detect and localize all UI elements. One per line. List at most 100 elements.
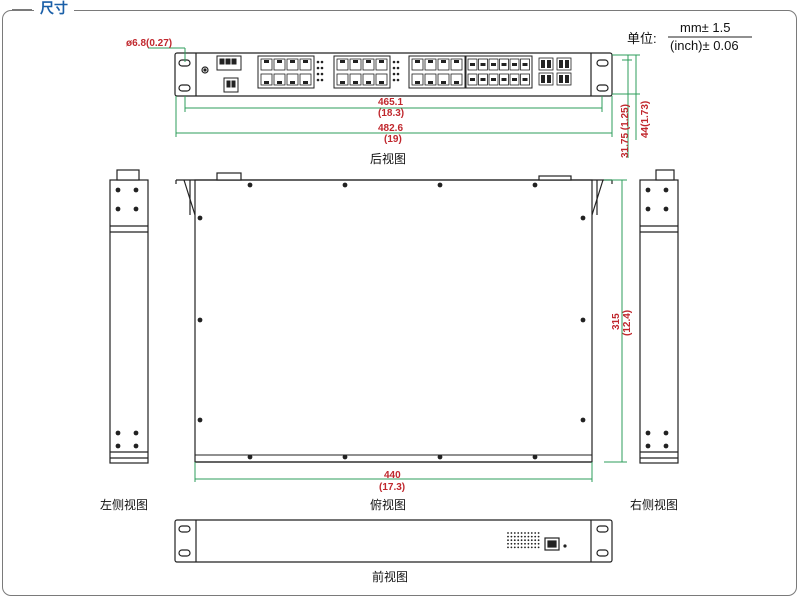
screw-icon — [645, 206, 651, 212]
ground-screw-icon — [201, 66, 209, 74]
vent-hole — [527, 546, 530, 549]
rj45-port-latch — [340, 60, 345, 63]
vent-hole — [513, 546, 516, 549]
vent-hole — [513, 542, 516, 545]
screw-icon — [115, 443, 121, 449]
rj45-port-latch — [264, 81, 269, 84]
screw-icon — [197, 417, 203, 423]
sfp-port-latch — [491, 78, 496, 81]
vent-hole — [510, 535, 513, 538]
rj45-port-icon — [349, 58, 362, 71]
rj45-port-latch — [379, 60, 384, 63]
status-led-icon — [396, 66, 400, 70]
screw-icon — [645, 187, 651, 193]
screw-icon — [115, 430, 121, 436]
front-view-label: 前视图 — [372, 570, 409, 584]
terminal-block — [216, 55, 242, 93]
status-led-icon — [320, 78, 324, 82]
sfp-port-latch — [470, 78, 475, 81]
right-view — [639, 169, 679, 464]
front-panel-outline — [174, 519, 613, 563]
vent-hole — [507, 532, 509, 534]
rj45-port-icon — [273, 73, 286, 86]
screw-icon — [437, 182, 443, 188]
vent-hole — [524, 539, 526, 542]
fiber-port-core — [547, 75, 551, 83]
vent-hole — [520, 539, 523, 542]
vent-hole — [524, 532, 526, 534]
vent-hole — [510, 542, 513, 545]
left-view-label: 左侧视图 — [100, 498, 149, 512]
status-led-icon — [392, 60, 396, 64]
vent-hole — [513, 535, 516, 538]
dimension-lines — [148, 47, 640, 482]
screw-icon — [580, 317, 586, 323]
screw-icon — [580, 417, 586, 423]
status-led-icon — [396, 78, 400, 82]
rack-slot-right-bottom — [596, 84, 609, 92]
rj45-port-latch — [428, 81, 433, 84]
rear-view — [174, 52, 613, 97]
screw-icon — [663, 206, 669, 212]
screw-icon — [197, 215, 203, 221]
front-view — [174, 519, 613, 563]
dim-total-height: 44(1.73) — [640, 100, 651, 138]
rj45-port-icon — [375, 73, 388, 86]
vent-hole — [510, 546, 513, 549]
rj45-port-icon — [375, 58, 388, 71]
vent-hole — [527, 542, 530, 545]
units-label: 单位: — [627, 31, 657, 46]
left-body-outline — [109, 179, 149, 464]
vent-hole — [530, 539, 533, 542]
status-led-icon — [320, 72, 324, 76]
rj45-port-icon — [437, 58, 450, 71]
rj45-port-icon — [286, 58, 299, 71]
rj45-port-latch — [454, 81, 459, 84]
screw-icon — [133, 430, 139, 436]
screw-icon — [532, 454, 538, 460]
vent-hole — [534, 539, 537, 542]
dim-ear-height: 31.75 (1.25) — [620, 104, 631, 158]
dim-depth-mm: 315 — [611, 313, 622, 330]
rear-panel-outline — [174, 52, 613, 97]
sfp-port-latch — [480, 78, 486, 81]
rj45-port-icon — [362, 73, 375, 86]
rj45-port-icon — [437, 73, 450, 86]
vent-hole — [507, 542, 509, 545]
vent-hole — [507, 539, 509, 542]
vent-hole — [534, 532, 537, 534]
status-led-icon — [392, 78, 396, 82]
vent-hole — [537, 532, 540, 534]
rj45-port-icon — [273, 58, 286, 71]
left-screws — [115, 187, 139, 449]
fiber-port-core — [547, 60, 551, 68]
vent-hole — [524, 546, 526, 549]
rj45-port-icon — [299, 58, 312, 71]
rj45-port-icon — [260, 73, 273, 86]
rj45-port-latch — [303, 60, 308, 63]
dim-depth-in: (12.4) — [622, 309, 633, 336]
sfp-port-latch — [512, 63, 517, 66]
vent-hole — [520, 546, 523, 549]
vent-hole — [510, 532, 513, 534]
fiber-port-core — [559, 75, 563, 83]
units-inch: (inch)± 0.06 — [670, 38, 739, 53]
screw-icon — [197, 317, 203, 323]
rear-view-label: 后视图 — [370, 152, 407, 166]
left-view — [109, 169, 149, 464]
rj45-port-icon — [260, 58, 273, 71]
right-screws — [645, 187, 669, 449]
sfp-port-latch — [480, 63, 486, 66]
rj45-port-icon — [349, 73, 362, 86]
rj45-port-icon — [424, 58, 437, 71]
vent-hole — [537, 546, 540, 549]
screw-icon — [133, 443, 139, 449]
section-title: 尺寸 — [34, 0, 74, 18]
screw-icon — [663, 187, 669, 193]
vent-hole — [530, 546, 533, 549]
rack-slot-right-top — [596, 59, 609, 67]
status-led-icon — [316, 72, 320, 76]
dim-465-in: (18.3) — [378, 108, 405, 119]
status-led-icon — [392, 66, 396, 70]
